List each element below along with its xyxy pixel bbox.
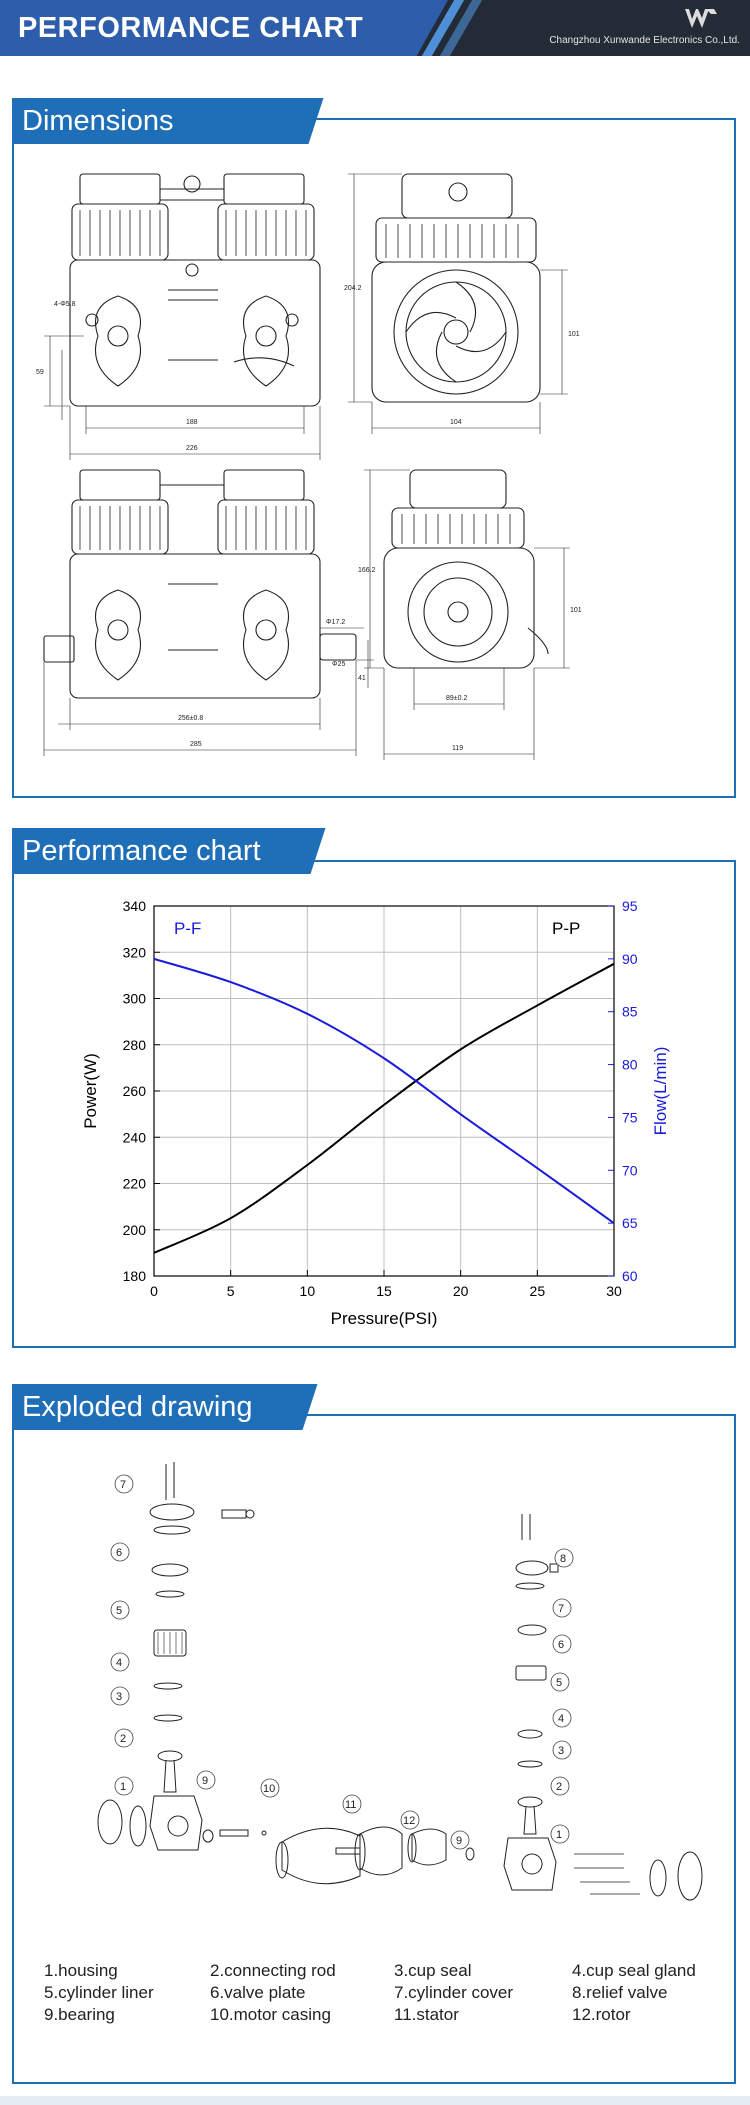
- callout-6: 6: [116, 1547, 122, 1559]
- callout-9: 9: [202, 1775, 208, 1787]
- y-tick-label: 320: [123, 944, 147, 960]
- x-axis-label: Pressure(PSI): [331, 1309, 438, 1328]
- y-tick-label: 200: [123, 1222, 147, 1238]
- x-tick-label: 30: [606, 1283, 622, 1299]
- series-label-pf: P-F: [174, 919, 201, 938]
- y2-tick-label: 80: [622, 1057, 638, 1073]
- callout-1: 1: [120, 1781, 126, 1793]
- callout-11: 11: [345, 1799, 356, 1811]
- y2-tick-label: 70: [622, 1162, 638, 1178]
- y2-tick-label: 90: [622, 951, 638, 967]
- callout-3: 3: [558, 1745, 564, 1757]
- callout-7: 7: [558, 1603, 564, 1615]
- callout-1: 1: [556, 1829, 562, 1841]
- x-tick-label: 5: [227, 1283, 235, 1299]
- dim-label: 41: [358, 675, 366, 682]
- callout-4: 4: [116, 1657, 122, 1669]
- x-tick-label: 0: [150, 1283, 158, 1299]
- performance-chart: 0 5 10 15 20 25 30 180 200 220 240 260 280 300 320 340…: [81, 898, 670, 1328]
- parts-legend-item: 11.stator: [394, 2005, 459, 2024]
- x-tick-label: 10: [300, 1283, 316, 1299]
- callout-2: 2: [556, 1781, 562, 1793]
- performance-section: [12, 860, 736, 1348]
- footer-bar: [0, 2096, 750, 2105]
- callout-5: 5: [116, 1605, 122, 1617]
- callout-3: 3: [116, 1691, 122, 1703]
- parts-legend-item: 10.motor casing: [210, 2005, 331, 2024]
- x-tick-label: 25: [530, 1283, 546, 1299]
- callout-7: 7: [120, 1479, 126, 1491]
- y2-axis-label: Flow(L/min): [651, 1047, 670, 1136]
- dim-label: 119: [452, 745, 463, 752]
- parts-legend-item: 4.cup seal gland: [572, 1961, 696, 1980]
- company-name: Changzhou Xunwande Electronics Co.,Ltd.: [549, 35, 740, 46]
- header-bar: PERFORMANCE CHART Changzhou Xunwande Ele…: [0, 0, 750, 56]
- parts-legend-item: 9.bearing: [44, 2005, 115, 2024]
- callout-12: 12: [403, 1815, 415, 1827]
- dim-label: 226: [186, 445, 198, 452]
- dim-label: Φ17.2: [326, 619, 345, 626]
- callout-9: 9: [456, 1835, 462, 1847]
- parts-legend-item: 1.housing: [44, 1961, 118, 1980]
- dim-label: 59: [36, 369, 44, 376]
- y-tick-label: 240: [123, 1129, 147, 1145]
- y2-tick-label: 60: [622, 1268, 638, 1284]
- y-tick-label: 280: [123, 1037, 147, 1053]
- dim-label: 204.2: [344, 285, 362, 292]
- x-tick-label: 20: [453, 1283, 469, 1299]
- company-logo-icon: [685, 9, 717, 28]
- y-tick-label: 220: [123, 1176, 147, 1192]
- y-tick-label: 260: [123, 1083, 147, 1099]
- dim-label: 89±0.2: [446, 695, 467, 702]
- dim-label: 188: [186, 419, 198, 426]
- dim-label: 104: [450, 419, 462, 426]
- y-axis-label: Power(W): [81, 1053, 100, 1129]
- dim-label: 4-Φ5.8: [54, 301, 76, 308]
- dim-label: 166.2: [358, 567, 376, 574]
- dim-label: 101: [568, 331, 580, 338]
- dimensions-tab: Dimensions: [12, 98, 302, 144]
- exploded-drawing: 7 6 5 4 3 2 1 9 10 11 12 9 8 7 6 5 4 3 2…: [97, 1462, 703, 1901]
- dimensions-section: [12, 118, 736, 798]
- series-line-p-p: [153, 962, 615, 1254]
- series-line-p-f: [153, 957, 615, 1224]
- performance-tab: Performance chart: [12, 828, 304, 874]
- y2-tick-label: 75: [622, 1109, 638, 1125]
- callout-2: 2: [120, 1733, 126, 1745]
- header-title-panel: [0, 0, 448, 56]
- callout-4: 4: [558, 1713, 564, 1725]
- dimension-drawing: 4-Φ5.8 188 226 59 104 204.2 101 256±0.8 …: [36, 173, 582, 760]
- series-label-pp: P-P: [552, 919, 580, 938]
- callout-6: 6: [558, 1639, 564, 1651]
- dim-label: Φ25: [332, 661, 345, 668]
- parts-legend-item: 2.connecting rod: [210, 1961, 336, 1980]
- y2-tick-label: 85: [622, 1004, 638, 1020]
- dim-label: 256±0.8: [178, 715, 203, 722]
- parts-legend-item: 6.valve plate: [210, 1983, 306, 2002]
- dim-label: 101: [570, 607, 582, 614]
- callout-8: 8: [560, 1553, 566, 1565]
- exploded-section: [12, 1414, 736, 2084]
- y-tick-label: 180: [123, 1268, 147, 1284]
- y2-tick-label: 65: [622, 1215, 638, 1231]
- y-tick-label: 340: [123, 898, 147, 914]
- parts-legend-item: 8.relief valve: [572, 1983, 668, 2002]
- exploded-tab: Exploded drawing: [12, 1384, 296, 1430]
- parts-legend-item: 3.cup seal: [394, 1961, 472, 1980]
- callout-5: 5: [556, 1677, 562, 1689]
- parts-legend-item: 12.rotor: [572, 2005, 631, 2024]
- parts-legend-item: 7.cylinder cover: [394, 1983, 514, 2002]
- callout-10: 10: [263, 1783, 275, 1795]
- dim-label: 285: [190, 741, 202, 748]
- y2-tick-label: 95: [622, 898, 638, 914]
- x-tick-label: 15: [376, 1283, 392, 1299]
- y-tick-label: 300: [123, 991, 147, 1007]
- parts-legend-item: 5.cylinder liner: [44, 1983, 154, 2002]
- page-title: PERFORMANCE CHART: [18, 12, 364, 44]
